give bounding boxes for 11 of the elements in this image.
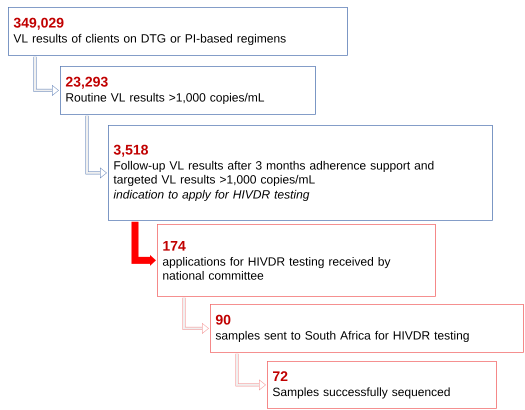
step-box: 174 applications for HIVDR testing received by national committee xyxy=(157,224,436,297)
elbow-arrow xyxy=(182,298,209,334)
elbow-arrow xyxy=(86,116,107,178)
elbow-arrow xyxy=(236,354,266,390)
step-box: 3,518 Follow-up VL results after 3 months adherence support and targeted VL results >1,000 copies/mL indication to apply for HIVDR testing xyxy=(108,125,493,221)
step-box: 23,293 Routine VL results >1,000 copies/mL xyxy=(60,66,316,115)
elbow-arrow xyxy=(132,222,156,266)
step-box: 349,029 VL results of clients on DTG or PI-based regimens xyxy=(8,7,348,56)
step-box: 90 samples sent to South Africa for HIVDR testing xyxy=(210,304,524,353)
step-box: 72 Samples successfully sequenced xyxy=(267,361,497,409)
elbow-arrow xyxy=(34,56,59,96)
